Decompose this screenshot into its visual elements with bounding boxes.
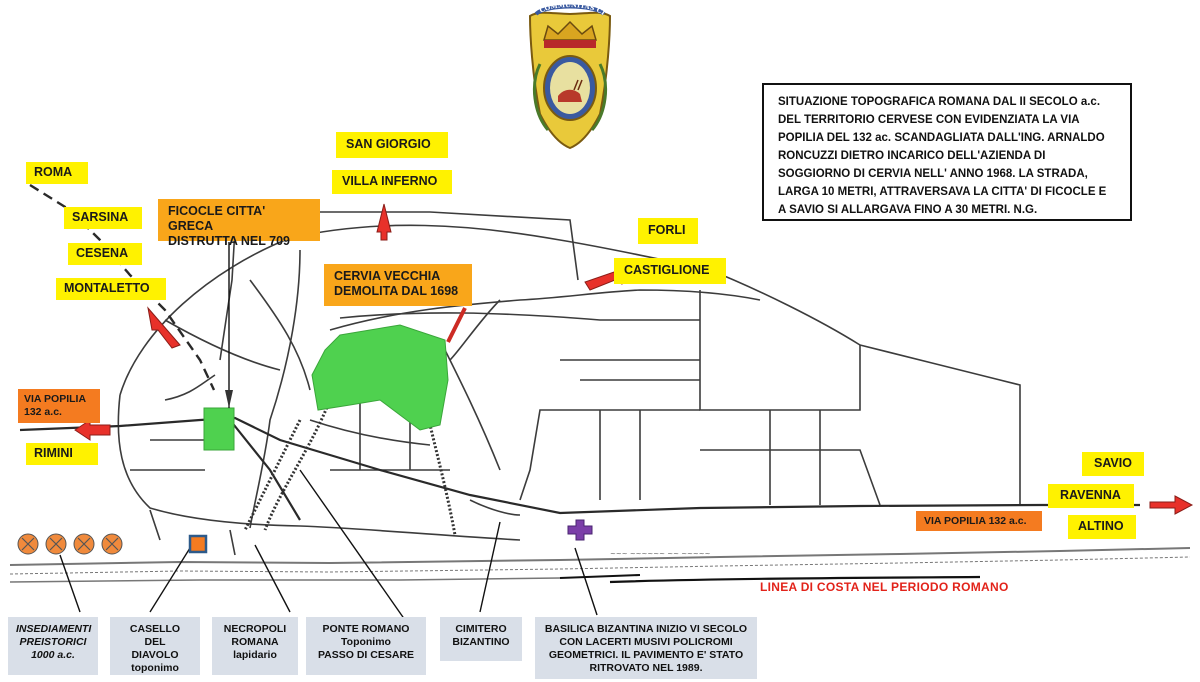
ficocle-pointer-arrow (225, 390, 233, 408)
label-san-giorgio: SAN GIORGIO (336, 132, 448, 158)
marker-preistoric-2-icon (45, 533, 67, 555)
label-altino: ALTINO (1068, 515, 1136, 539)
info-box: SITUAZIONE TOPOGRAFICA ROMANA DAL II SEC… (762, 83, 1132, 221)
arrow-montaletto (147, 306, 181, 349)
preistoric-markers (17, 533, 123, 555)
direction-arrows (74, 203, 1194, 515)
arrow-villa-inferno (376, 203, 392, 241)
label-villa-inferno: VILLA INFERNO (332, 170, 452, 194)
basilica-cross-icon (567, 519, 593, 541)
cervia-vecchia-pointer (446, 307, 467, 343)
ficocle-area (203, 407, 235, 451)
label-forli: FORLI (638, 218, 698, 244)
label-castiglione: CASTIGLIONE (614, 258, 726, 284)
caption-ponte: PONTE ROMANO Toponimo PASSO DI CESARE (306, 617, 426, 675)
label-sarsina: SARSINA (64, 207, 142, 229)
road-network (117, 211, 1021, 556)
road-to-roma (29, 183, 216, 391)
arrow-ravenna (1149, 495, 1194, 515)
label-roma: ROMA (26, 162, 88, 184)
caption-basilica: BASILICA BIZANTINA INIZIO VI SECOLO CON … (535, 617, 757, 679)
coast-line-label: LINEA DI COSTA NEL PERIODO ROMANO (760, 580, 1009, 594)
caption-casello: CASELLO DEL DIAVOLO toponimo (110, 617, 200, 675)
label-rimini: RIMINI (26, 443, 98, 465)
marker-preistoric-4-icon (101, 533, 123, 555)
label-montaletto: MONTALETTO (56, 278, 166, 300)
via-popilia-road (19, 416, 1140, 521)
marker-preistoric-1-icon (17, 533, 39, 555)
label-ravenna: RAVENNA (1048, 484, 1134, 508)
cervia-vecchia-area (311, 324, 449, 431)
label-ficocle: FICOCLE CITTA' GRECA DISTRUTTA NEL 709 (158, 199, 320, 248)
label-cervia-vecchia: CERVIA VECCHIA DEMOLITA DAL 1698 (324, 264, 472, 306)
casello-marker-icon (188, 534, 208, 554)
pointer-lines (59, 242, 598, 621)
coastline (9, 547, 1191, 584)
label-savio: SAVIO (1082, 452, 1144, 476)
city-crest-icon: COMMUNITAS CIVITATIS CERVIE (528, 1, 612, 150)
label-via-popilia-right: VIA POPILIA 132 a.c. (916, 511, 1042, 531)
label-cesena: CESENA (68, 243, 142, 265)
label-via-popilia-left: VIA POPILIA 132 a.c. (18, 389, 100, 423)
green-areas (203, 324, 449, 451)
arrow-via-popilia-left (74, 419, 111, 441)
coast-handwriting: ~~~ ~~~~~~ ~~ ~~~~~ (610, 550, 711, 558)
caption-cimitero: CIMITERO BIZANTINO (440, 617, 522, 661)
marker-preistoric-3-icon (73, 533, 95, 555)
caption-insediamenti: INSEDIAMENTI PREISTORICI 1000 a.c. (8, 617, 98, 675)
caption-necropoli: NECROPOLI ROMANA lapidario (212, 617, 298, 675)
